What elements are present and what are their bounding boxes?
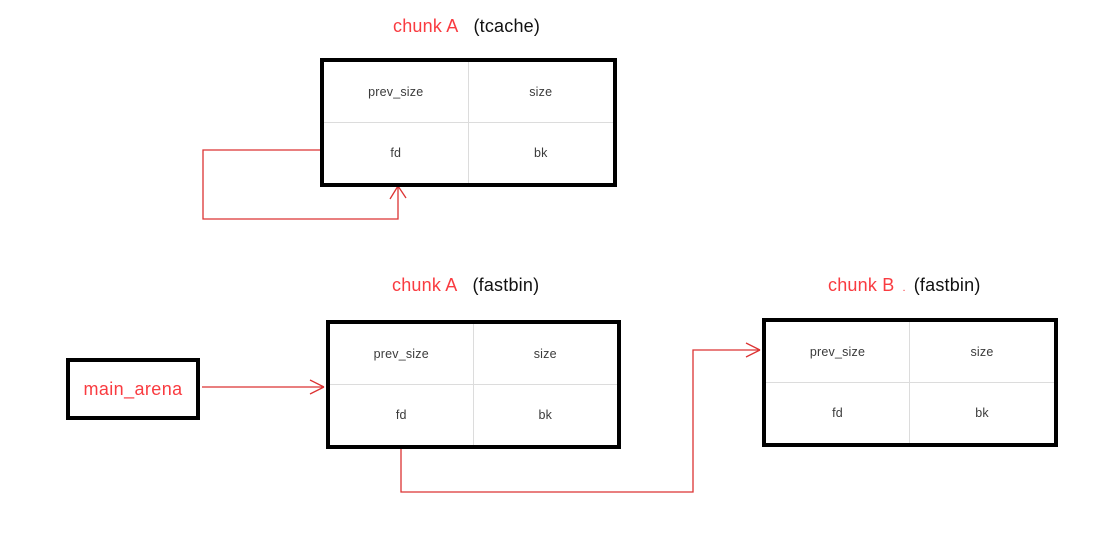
cell-prev-size: prev_size bbox=[766, 322, 910, 383]
main-arena-box: main_arena bbox=[66, 358, 200, 420]
arrow-main-arena-to-chunk-a bbox=[202, 379, 325, 395]
cell-fd: fd bbox=[330, 384, 474, 445]
fastbin-chunk-a-title: chunk A (fastbin) bbox=[392, 273, 539, 297]
fastbin-chunk-b-box: prev_size size fd bk bbox=[762, 318, 1058, 447]
tcache-chunk-a-title: chunk A (tcache) bbox=[393, 14, 540, 38]
fastbin-bin-type: (fastbin) bbox=[913, 275, 981, 295]
fastbin-chunk-b-title: chunk B. (fastbin) bbox=[828, 273, 981, 300]
cell-fd: fd bbox=[766, 382, 910, 443]
tcache-chunk-a-box: prev_size size fd bk bbox=[320, 58, 617, 187]
cell-prev-size: prev_size bbox=[330, 324, 474, 385]
fastbin-chunk-a-box: prev_size size fd bk bbox=[326, 320, 621, 449]
cell-size: size bbox=[473, 324, 617, 385]
cell-bk: bk bbox=[975, 405, 989, 420]
chunk-a-name: chunk A bbox=[392, 275, 458, 295]
chunk-b-name: chunk B bbox=[828, 275, 895, 295]
chunk-a-name: chunk A bbox=[393, 16, 459, 36]
cell-bk: bk bbox=[538, 407, 553, 422]
tcache-bin-type: (tcache) bbox=[473, 16, 541, 36]
cell-size: size bbox=[910, 322, 1054, 383]
main-arena-label: main_arena bbox=[83, 378, 183, 399]
cell-size: size bbox=[468, 62, 613, 123]
cell-prev-size: prev_size bbox=[324, 62, 469, 123]
chunk-b-dot-mark: . bbox=[902, 282, 906, 294]
cell-bk: bk bbox=[533, 145, 548, 160]
fastbin-bin-type: (fastbin) bbox=[472, 275, 540, 295]
cell-fd: fd bbox=[324, 122, 469, 183]
